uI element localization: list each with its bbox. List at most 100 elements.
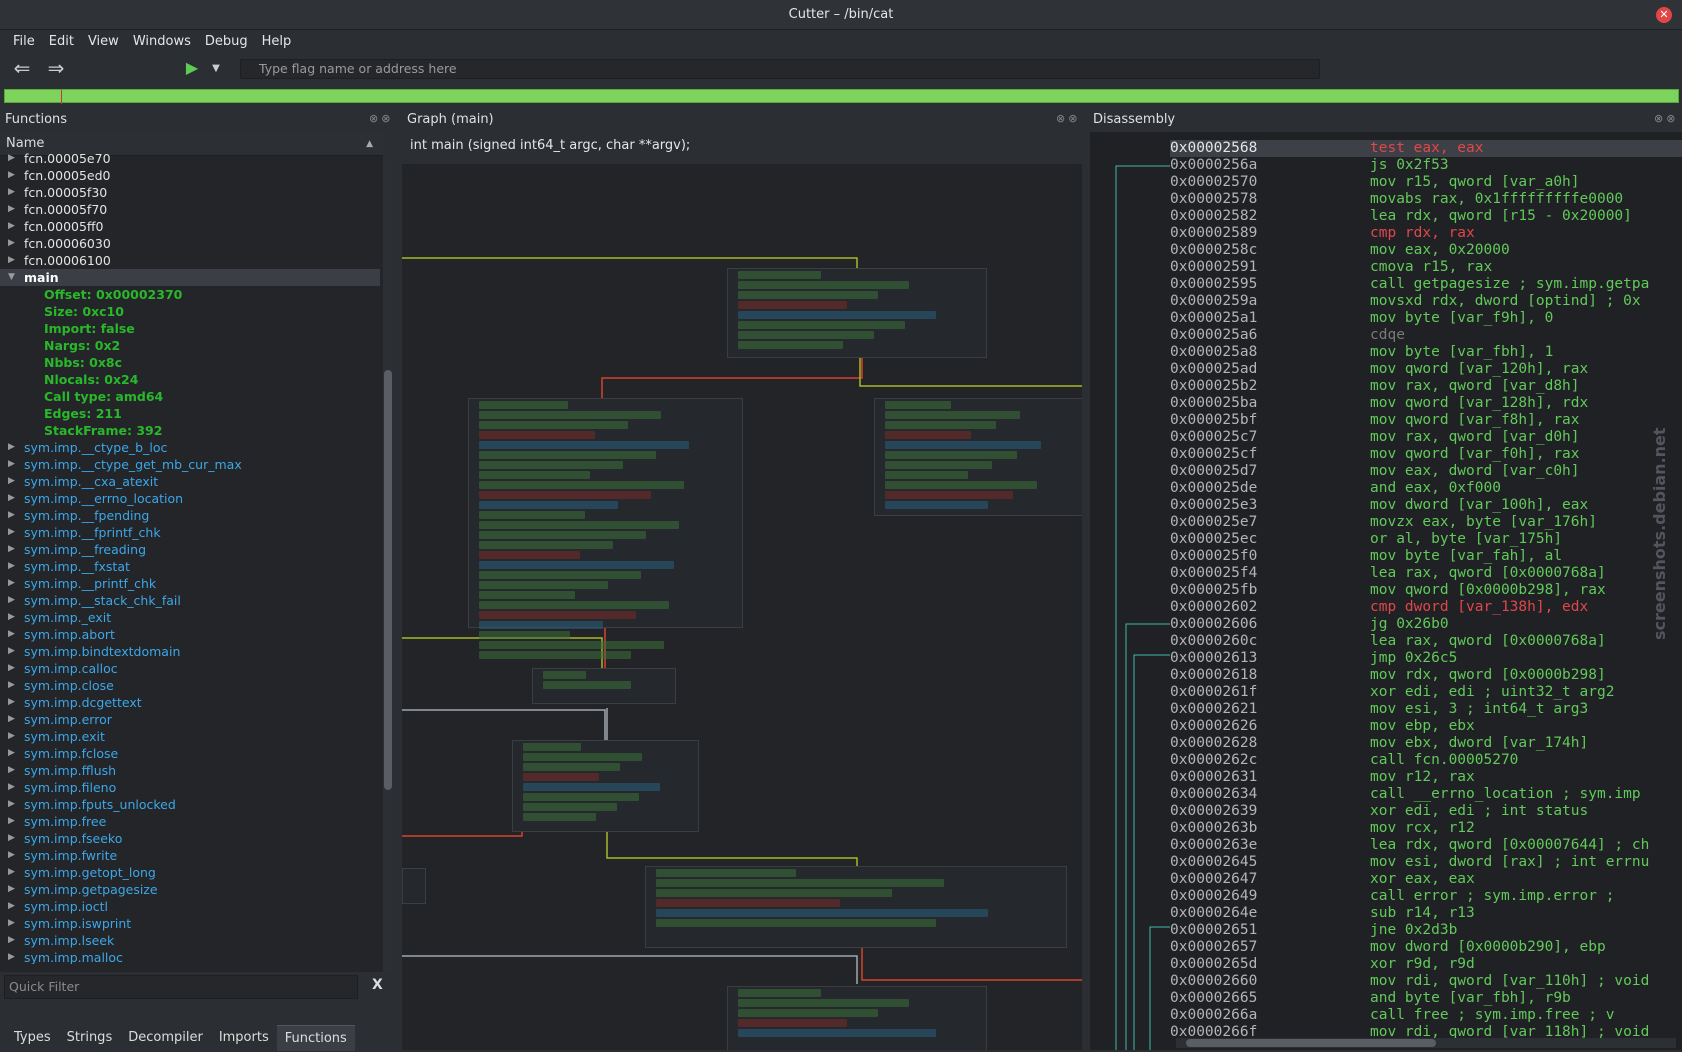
tab-strings[interactable]: Strings bbox=[66, 1030, 113, 1045]
chevron-right-icon[interactable]: ▶ bbox=[8, 952, 15, 962]
graph-block[interactable] bbox=[727, 268, 987, 358]
function-item[interactable]: ▶sym.imp.fwrite bbox=[0, 847, 380, 864]
chevron-right-icon[interactable]: ▶ bbox=[8, 901, 15, 911]
function-item[interactable]: ▶sym.imp.fflush bbox=[0, 762, 380, 779]
clear-filter-button[interactable]: X bbox=[372, 977, 383, 993]
scrollbar-thumb[interactable] bbox=[1186, 1039, 1436, 1047]
chevron-right-icon[interactable]: ▶ bbox=[8, 595, 15, 605]
chevron-right-icon[interactable]: ▶ bbox=[8, 629, 15, 639]
menu-windows[interactable]: Windows bbox=[132, 34, 191, 49]
chevron-right-icon[interactable]: ▶ bbox=[8, 646, 15, 656]
graph-block[interactable] bbox=[402, 868, 426, 904]
chevron-right-icon[interactable]: ▶ bbox=[8, 238, 15, 248]
chevron-right-icon[interactable]: ▶ bbox=[8, 714, 15, 724]
graph-block[interactable] bbox=[645, 866, 1067, 948]
function-item[interactable]: ▶sym.imp.__freading bbox=[0, 541, 380, 558]
graph-block[interactable] bbox=[874, 398, 1082, 516]
function-item[interactable]: ▶sym.imp.exit bbox=[0, 728, 380, 745]
close-icon[interactable]: ✕ bbox=[1656, 7, 1672, 23]
graph-block[interactable] bbox=[468, 398, 743, 659]
function-item[interactable]: ▶sym.imp.__stack_chk_fail bbox=[0, 592, 380, 609]
function-item[interactable]: ▶sym.imp.calloc bbox=[0, 660, 380, 677]
function-item[interactable]: ▶sym.imp.abort bbox=[0, 626, 380, 643]
chevron-right-icon[interactable]: ▶ bbox=[8, 867, 15, 877]
back-arrow-icon[interactable]: ⇐ bbox=[13, 56, 31, 80]
function-item[interactable]: ▶sym.imp.__printf_chk bbox=[0, 575, 380, 592]
graph-block[interactable] bbox=[532, 668, 676, 704]
tab-imports[interactable]: Imports bbox=[218, 1030, 269, 1045]
chevron-right-icon[interactable]: ▶ bbox=[8, 187, 15, 197]
chevron-right-icon[interactable]: ▶ bbox=[8, 935, 15, 945]
chevron-right-icon[interactable]: ▶ bbox=[8, 697, 15, 707]
chevron-right-icon[interactable]: ▶ bbox=[8, 476, 15, 486]
chevron-right-icon[interactable]: ▶ bbox=[8, 765, 15, 775]
quick-filter-input[interactable]: Quick Filter bbox=[4, 975, 358, 999]
function-item[interactable]: ▶sym.imp.close bbox=[0, 677, 380, 694]
function-item[interactable]: ▶sym.imp.free bbox=[0, 813, 380, 830]
chevron-right-icon[interactable]: ▶ bbox=[8, 663, 15, 673]
play-icon[interactable]: ▶ bbox=[185, 58, 199, 77]
chevron-right-icon[interactable]: ▶ bbox=[8, 527, 15, 537]
function-item[interactable]: ▶sym.imp.lseek bbox=[0, 932, 380, 949]
function-item[interactable]: ▶sym.imp.fileno bbox=[0, 779, 380, 796]
chevron-right-icon[interactable]: ▶ bbox=[8, 459, 15, 469]
chevron-right-icon[interactable]: ▶ bbox=[8, 153, 15, 163]
chevron-right-icon[interactable]: ▶ bbox=[8, 816, 15, 826]
function-item[interactable]: ▶sym.imp.__fpending bbox=[0, 507, 380, 524]
chevron-right-icon[interactable]: ▶ bbox=[8, 799, 15, 809]
chevron-right-icon[interactable]: ▶ bbox=[8, 170, 15, 180]
functions-column-header[interactable]: Name ▲ bbox=[0, 132, 383, 156]
function-item[interactable]: ▶sym.imp.fseeko bbox=[0, 830, 380, 847]
chevron-right-icon[interactable]: ▶ bbox=[8, 612, 15, 622]
function-item[interactable]: ▶sym.imp.__ctype_b_loc bbox=[0, 439, 380, 456]
disassembly-dock-buttons[interactable]: ⊗⊗ bbox=[1654, 112, 1679, 125]
chevron-right-icon[interactable]: ▶ bbox=[8, 204, 15, 214]
chevron-down-icon[interactable]: ▼ bbox=[8, 272, 15, 282]
function-detail[interactable]: Edges: 211 bbox=[0, 405, 380, 422]
menu-edit[interactable]: Edit bbox=[48, 34, 74, 49]
function-item[interactable]: ▶sym.imp.__fxstat bbox=[0, 558, 380, 575]
graph-block[interactable] bbox=[727, 986, 987, 1050]
graph-view[interactable] bbox=[402, 164, 1082, 1050]
function-item[interactable]: ▶sym.imp.dcgettext bbox=[0, 694, 380, 711]
function-detail[interactable]: Nbbs: 0x8c bbox=[0, 354, 380, 371]
function-detail[interactable]: Offset: 0x00002370 bbox=[0, 286, 380, 303]
function-item[interactable]: ▶sym.imp.getpagesize bbox=[0, 881, 380, 898]
menu-view[interactable]: View bbox=[87, 34, 119, 49]
function-item[interactable]: ▶sym.imp.bindtextdomain bbox=[0, 643, 380, 660]
tab-decompiler[interactable]: Decompiler bbox=[128, 1030, 203, 1045]
chevron-right-icon[interactable]: ▶ bbox=[8, 493, 15, 503]
chevron-right-icon[interactable]: ▶ bbox=[8, 442, 15, 452]
functions-scrollbar[interactable] bbox=[383, 160, 393, 970]
graph-block[interactable] bbox=[512, 740, 699, 832]
